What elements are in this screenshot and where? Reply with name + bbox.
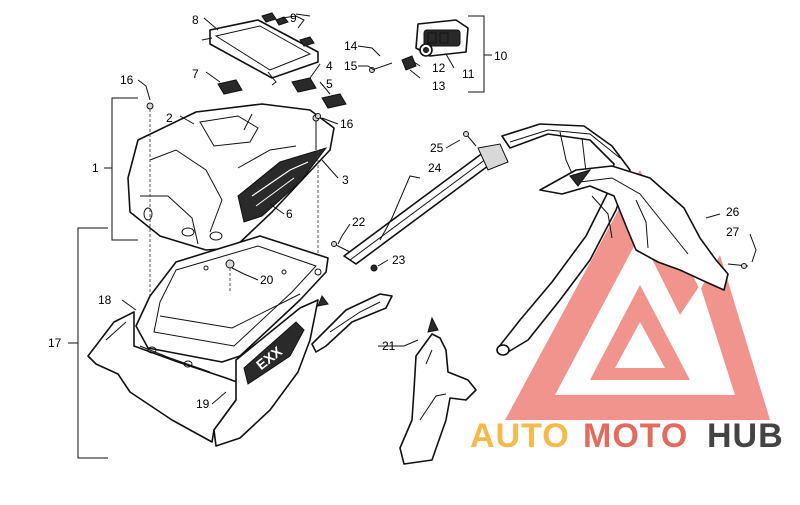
bracket-17: [68, 227, 108, 459]
bolt-part-25: [463, 131, 477, 147]
callout-13: 13: [432, 79, 446, 93]
callout-1: 1: [92, 161, 99, 175]
screw-part-16-right: [315, 113, 321, 275]
strap-part-4: [291, 77, 317, 93]
callout-5: 5: [326, 77, 333, 91]
grab-bar-part-24: [343, 151, 497, 265]
callout-25: 25: [430, 141, 444, 155]
callout-7: 7: [192, 67, 199, 81]
bolt-part-22: [331, 241, 351, 253]
callout-14: 14: [344, 39, 358, 53]
callout-18: 18: [98, 293, 112, 307]
callout-23: 23: [392, 253, 406, 267]
nut-part-23: [370, 264, 378, 272]
callout-2: 2: [166, 111, 173, 125]
bracket-1: [104, 97, 138, 241]
storage-cover-part-2: [127, 103, 335, 251]
screw-part-15: [369, 62, 393, 73]
callout-21: 21: [382, 339, 396, 353]
guard-part-21a: [311, 293, 393, 353]
bracket-part-25: [477, 143, 509, 171]
socket-part-12: [419, 43, 433, 57]
bolt-part-27: [727, 263, 749, 269]
watermark-hub: HUB: [707, 417, 784, 455]
fender-part-26: [539, 165, 729, 291]
watermark-logo: [505, 170, 770, 420]
callout-15: 15: [344, 59, 358, 73]
leader-lines: [121, 13, 757, 405]
callout-20: 20: [260, 273, 274, 287]
bracket-10: [468, 15, 492, 93]
top-plate-part-8: [201, 19, 319, 86]
callout-16-right: 16: [340, 117, 354, 131]
watermark-text: AUTO MOTO HUB: [470, 417, 784, 455]
callout-10: 10: [494, 49, 508, 63]
callout-9: 9: [290, 11, 297, 25]
callout-12: 12: [432, 61, 446, 75]
side-panel-part-19: EXX: [213, 299, 319, 447]
callout-24: 24: [428, 161, 442, 175]
bulb-part-13: [401, 55, 417, 71]
callout-27: 27: [726, 225, 740, 239]
watermark-auto: AUTO: [470, 417, 570, 455]
callout-6: 6: [286, 207, 293, 221]
callout-8: 8: [192, 13, 199, 27]
clips-part-9: [261, 12, 315, 47]
callout-3: 3: [342, 173, 349, 187]
callout-17: 17: [48, 336, 62, 350]
callout-26: 26: [726, 205, 740, 219]
callout-16-left: 16: [120, 73, 134, 87]
strap-part-5: [321, 93, 347, 109]
callout-19: 19: [196, 397, 210, 411]
watermark-moto: MOTO: [583, 417, 688, 455]
cover-decal-part-6: [237, 147, 328, 223]
callout-4: 4: [326, 59, 333, 73]
callout-22: 22: [352, 215, 366, 229]
strap-part-7: [217, 79, 243, 95]
guard-part-21b: [399, 316, 477, 465]
callout-labels: 1 2 3 4 5 6 7 8 9 10 11 12 13 14 15 16 1…: [48, 11, 740, 411]
callout-11: 11: [462, 67, 475, 81]
